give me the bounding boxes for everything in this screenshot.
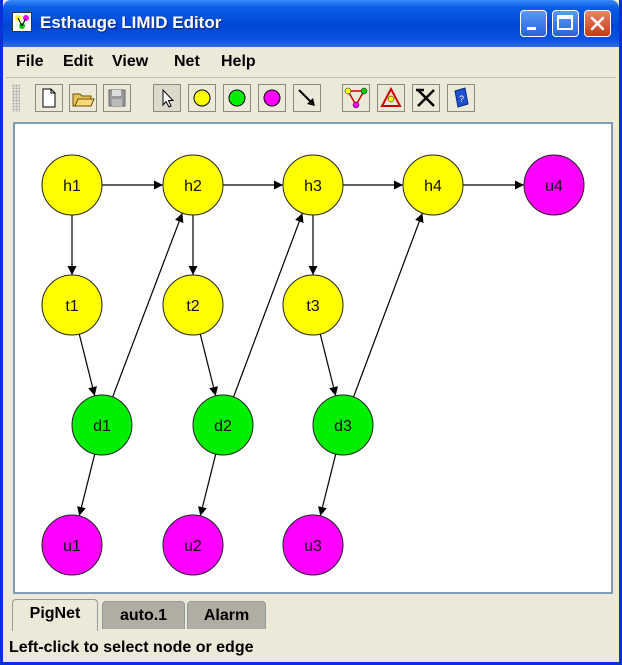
node-label: h1 <box>63 178 81 195</box>
select-arrow-icon[interactable] <box>153 84 181 112</box>
status-bar-text: Left-click to select node or edge <box>9 639 254 656</box>
node-label: t3 <box>306 298 319 315</box>
window-title: Esthauge LIMID Editor <box>40 13 222 32</box>
close-button[interactable] <box>584 10 611 37</box>
edge-t1-d1[interactable] <box>78 333 97 397</box>
new-icon[interactable] <box>35 84 63 112</box>
node-u1[interactable]: u1 <box>41 514 103 576</box>
node-h4[interactable]: h4 <box>402 154 464 216</box>
utility-node-icon[interactable] <box>258 84 286 112</box>
net-tabs: PigNet auto.1 Alarm <box>6 599 616 631</box>
node-label: t1 <box>65 298 78 315</box>
network-canvas[interactable]: h1 h2 h3 h4 u4 t1 t2 t3 d1 d2 d3 u1 u2 u3 <box>13 122 613 594</box>
edge-d2-h3[interactable] <box>232 212 304 398</box>
node-h2[interactable]: h2 <box>162 154 224 216</box>
edge-d1-h2[interactable] <box>112 212 184 398</box>
open-folder-icon[interactable] <box>69 84 97 112</box>
menu-bar: File Edit View Net Help <box>6 47 616 78</box>
node-d2[interactable]: d2 <box>192 394 254 456</box>
menu-file[interactable]: File <box>16 53 44 70</box>
menu-help[interactable]: Help <box>221 53 256 70</box>
tab-pignet[interactable]: PigNet <box>12 599 98 631</box>
node-label: u4 <box>545 178 563 195</box>
chance-node-circle[interactable] <box>41 274 103 336</box>
title-bar[interactable]: Esthauge LIMID Editor <box>3 0 619 47</box>
node-d3[interactable]: d3 <box>312 394 374 456</box>
edge-d1-u1[interactable] <box>77 453 96 517</box>
node-label: h2 <box>184 178 202 195</box>
node-t1[interactable]: t1 <box>41 274 103 336</box>
decision-node-circle[interactable] <box>71 394 133 456</box>
node-label: u1 <box>63 538 81 555</box>
node-label: t2 <box>186 298 199 315</box>
edge-d3-u3[interactable] <box>318 453 337 517</box>
decision-node-circle[interactable] <box>312 394 374 456</box>
decision-node-circle[interactable] <box>192 394 254 456</box>
node-d1[interactable]: d1 <box>71 394 133 456</box>
help-book-icon[interactable]: ? <box>447 84 475 112</box>
tab-alarm[interactable]: Alarm <box>187 601 266 629</box>
chance-node-circle[interactable] <box>402 154 464 216</box>
triangulate-icon[interactable] <box>342 84 370 112</box>
edge-d3-h4[interactable] <box>352 212 424 398</box>
node-h3[interactable]: h3 <box>282 154 344 216</box>
utility-node-circle[interactable] <box>162 514 224 576</box>
menu-view[interactable]: View <box>112 53 149 70</box>
toolbar: ? <box>6 79 616 119</box>
chance-node-circle[interactable] <box>41 154 103 216</box>
edge-t3-d3[interactable] <box>319 333 338 397</box>
tab-auto-1[interactable]: auto.1 <box>102 601 185 629</box>
edge-tool-icon[interactable] <box>293 84 321 112</box>
utility-node-circle[interactable] <box>41 514 103 576</box>
chance-node-circle[interactable] <box>162 154 224 216</box>
node-label: u3 <box>304 538 322 555</box>
node-label: h3 <box>304 178 322 195</box>
edge-t2-d2[interactable] <box>199 333 218 397</box>
node-u3[interactable]: u3 <box>282 514 344 576</box>
node-label: d1 <box>93 418 111 435</box>
utility-node-circle[interactable] <box>523 154 585 216</box>
propagate-icon[interactable] <box>377 84 405 112</box>
menu-net[interactable]: Net <box>174 53 200 70</box>
node-t3[interactable]: t3 <box>282 274 344 336</box>
node-label: h4 <box>424 178 442 195</box>
node-label: d2 <box>214 418 232 435</box>
node-label: u2 <box>184 538 202 555</box>
network-graph[interactable]: h1 h2 h3 h4 u4 t1 t2 t3 d1 d2 d3 u1 u2 u3 <box>15 124 611 592</box>
solve-icon[interactable] <box>412 84 440 112</box>
save-icon[interactable] <box>103 84 131 112</box>
chance-node-icon[interactable] <box>188 84 216 112</box>
node-label: d3 <box>334 418 352 435</box>
chance-node-circle[interactable] <box>162 274 224 336</box>
chance-node-circle[interactable] <box>282 154 344 216</box>
node-t2[interactable]: t2 <box>162 274 224 336</box>
toolbar-grip[interactable] <box>12 84 20 112</box>
maximize-button[interactable] <box>552 10 579 37</box>
svg-text:?: ? <box>459 94 464 104</box>
minimize-button[interactable] <box>520 10 547 37</box>
utility-node-circle[interactable] <box>282 514 344 576</box>
node-u2[interactable]: u2 <box>162 514 224 576</box>
chance-node-circle[interactable] <box>282 274 344 336</box>
node-h1[interactable]: h1 <box>41 154 103 216</box>
decision-node-icon[interactable] <box>223 84 251 112</box>
node-u4[interactable]: u4 <box>523 154 585 216</box>
app-logo-icon <box>12 12 32 32</box>
edge-d2-u2[interactable] <box>198 453 217 517</box>
menu-edit[interactable]: Edit <box>63 53 94 70</box>
